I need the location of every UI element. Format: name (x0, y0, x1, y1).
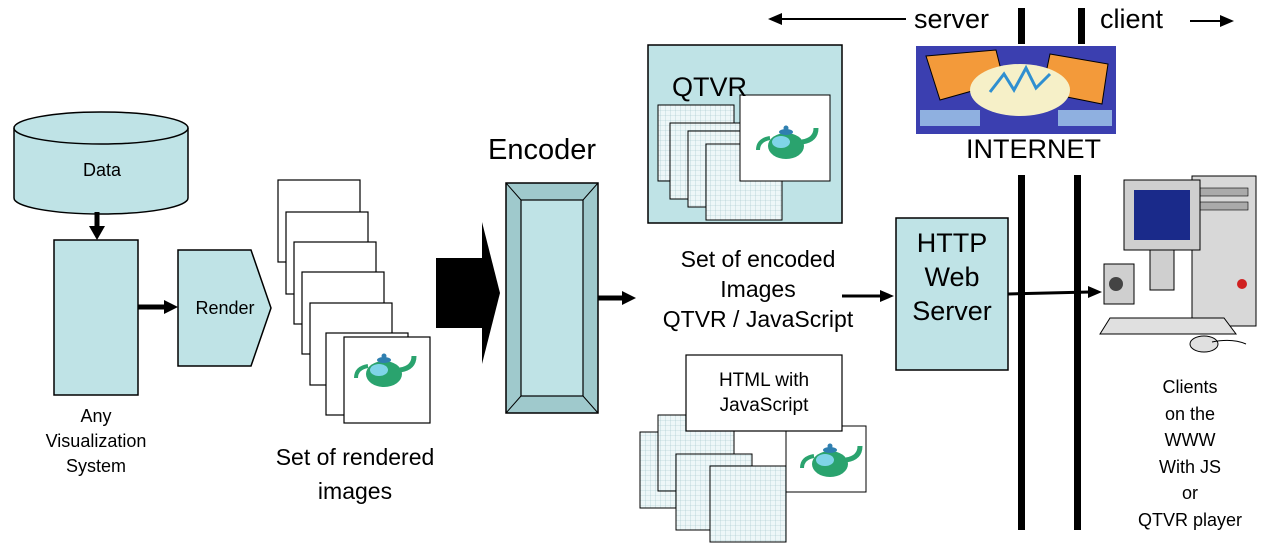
server-label: server (914, 4, 990, 34)
render-label: Render (195, 298, 255, 318)
clients-line-3: WWW (1164, 430, 1216, 450)
clients-line-4: With JS (1158, 456, 1221, 477)
clients-line-6: QTVR player (1137, 509, 1243, 530)
encoded-line-3: QTVR / JavaScript (662, 306, 854, 332)
internet-divider-lines (1018, 8, 1085, 530)
internet-label: INTERNET (966, 134, 1101, 164)
http-line-2: Web (924, 262, 980, 292)
clients-line-2: on the (1164, 403, 1216, 424)
html-js-line-1: HTML with (718, 370, 810, 391)
data-cylinder (13, 111, 189, 215)
server-direction-arrow (768, 13, 906, 25)
data-label: Data (82, 160, 122, 180)
arrow-system-to-render (138, 300, 178, 314)
http-web-server-label: HTTP Web Server (896, 226, 1008, 328)
rendered-line-2: images (317, 478, 393, 504)
qtvr-label: QTVR (672, 72, 748, 102)
encoded-line-2: Images (720, 276, 796, 302)
client-direction-arrow (1190, 15, 1234, 27)
clients-line-5: or (1181, 483, 1198, 503)
encoded-line-1: Set of encoded (680, 246, 836, 272)
http-line-1: HTTP (916, 228, 988, 258)
arrow-encoder-to-encoded (598, 291, 636, 305)
big-arrow-to-encoder (436, 222, 500, 364)
any-vis-line-1: Any (80, 406, 112, 426)
desktop-computer-icon (1099, 175, 1257, 353)
encoder-label: Encoder (488, 134, 597, 166)
html-js-line-2: JavaScript (719, 395, 809, 416)
visualization-system-box (53, 239, 139, 396)
render-shape (177, 249, 272, 367)
clients-line-1: Clients (1162, 377, 1218, 397)
http-line-3: Server (912, 296, 992, 326)
html-js-stack (639, 354, 867, 543)
rendered-line-1: Set of rendered (275, 444, 435, 470)
encoder-box (505, 182, 599, 414)
encoded-images-label: Set of encoded Images QTVR / JavaScript (626, 244, 890, 334)
rendered-image-stack (277, 179, 431, 424)
clients-label: Clients on the WWW With JS or QTVR playe… (1120, 374, 1260, 533)
any-vis-line-3: System (65, 456, 126, 476)
qtvr-panel (647, 44, 843, 224)
any-visualization-system-label: Any Visualization System (40, 404, 152, 479)
client-label: client (1100, 4, 1164, 34)
rendered-images-label: Set of rendered images (240, 440, 470, 508)
arrow-data-to-system (89, 212, 105, 240)
internet-clipart-icon (916, 46, 1116, 134)
any-vis-line-2: Visualization (45, 431, 147, 451)
html-javascript-label: HTML with JavaScript (686, 368, 842, 418)
arrow-encoded-to-server (842, 290, 894, 302)
